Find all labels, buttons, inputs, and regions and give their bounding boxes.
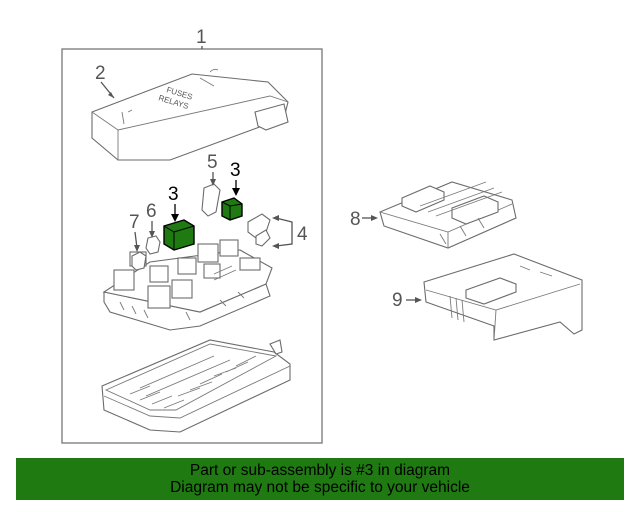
fuse-part-6 [145,235,161,255]
parts-diagram: 1 FUSES RELAYS 2 7 [61,27,583,444]
assembly-outline [61,48,323,444]
fuse-part-5 [201,183,221,217]
callout-7[interactable]: 7 [129,212,140,233]
callout-9[interactable]: 9 [392,290,403,311]
banner-line-1: Part or sub-assembly is #3 in diagram [189,462,451,479]
callout-3-right[interactable]: 3 [230,160,241,181]
callout-2[interactable]: 2 [95,63,106,84]
relay-part-3-small[interactable] [221,197,243,221]
fuse-block [102,239,273,331]
callout-3-left[interactable]: 3 [168,184,179,205]
callout-8[interactable]: 8 [350,209,361,230]
callout-1[interactable]: 1 [196,27,207,48]
fuse-box-cover: FUSES RELAYS [91,68,289,161]
relay-part-3-large[interactable] [163,219,195,251]
info-banner: Part or sub-assembly is #3 in diagram Di… [16,458,624,500]
callout-5[interactable]: 5 [207,152,218,173]
fuse-part-7 [131,251,147,271]
module-part-8 [379,181,517,249]
fuse-part-4 [247,213,271,247]
callout-4[interactable]: 4 [297,224,308,245]
lower-housing [101,339,291,433]
callout-6[interactable]: 6 [146,201,157,222]
banner-line-2: Diagram may not be specific to your vehi… [170,479,470,496]
bracket-part-9 [423,253,583,341]
